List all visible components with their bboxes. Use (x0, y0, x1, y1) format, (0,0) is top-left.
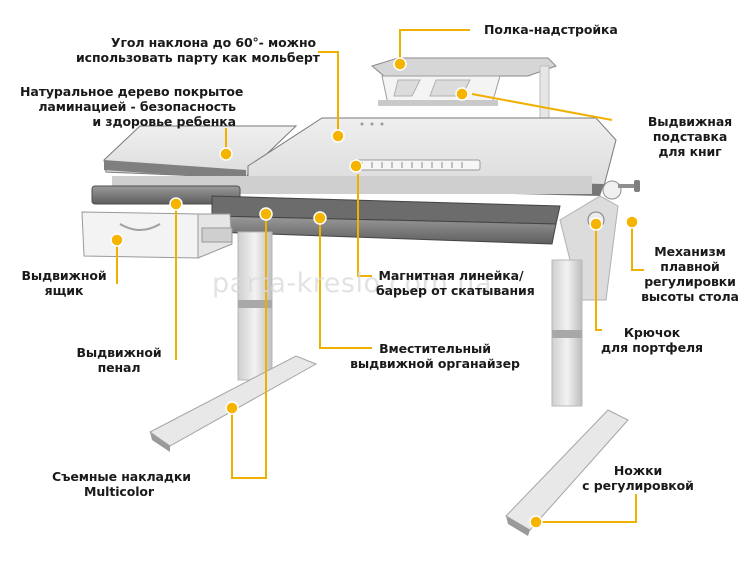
label-pencil-case-line-2: пенал (97, 360, 141, 375)
organizer-drawer (211, 195, 561, 245)
label-organizer-line-2: выдвижной органайзер (350, 356, 520, 371)
label-book-stand: Выдвижная подставка для книг (640, 114, 740, 159)
label-height-mech-line-3: регулировки (644, 274, 736, 289)
organizer-dot (313, 211, 327, 225)
label-covers-line-2: Multicolor (84, 484, 154, 499)
label-hook-line-2: для портфеля (601, 340, 703, 355)
label-book-stand-line-2: подставка (652, 129, 728, 144)
label-covers-line-1: Съемные накладки (52, 469, 191, 484)
pencil-case-dot (169, 197, 183, 211)
label-pencil-case: Выдвижной пенал (74, 345, 164, 375)
label-height-mech-line-4: высоты стола (641, 289, 739, 304)
label-drawer-line-2: ящик (44, 283, 84, 298)
label-shelf-line-1: Полка-надстройка (484, 22, 618, 37)
hook-dot (589, 217, 603, 231)
label-feet-line-1: Ножки (613, 463, 663, 478)
label-wood-line-1: Натуральное дерево покрытое (20, 84, 244, 99)
ruler-dot (349, 159, 363, 173)
watermark: parta-kreslo.com.ua (212, 268, 493, 299)
feet-dot (529, 515, 543, 529)
height-mech-dot (625, 215, 639, 229)
label-hook-line-1: Крючок (623, 325, 681, 340)
label-ruler-line-1: Магнитная линейка/ (378, 268, 524, 283)
label-tilt-line-1: Угол наклона до 60°- можно (110, 35, 316, 50)
label-pencil-case-line-1: Выдвижной (76, 345, 162, 360)
label-wood-line-3: и здоровье ребенка (92, 114, 236, 129)
label-ruler: Магнитная линейка/ барьер от скатывания (376, 268, 535, 298)
label-drawer: Выдвижной ящик (14, 268, 114, 298)
label-wood-line-2: ламинацией - безопасность (38, 99, 236, 114)
label-drawer-line-1: Выдвижной (21, 268, 107, 283)
label-height-mech: Механизм плавной регулировки высоты стол… (638, 244, 742, 304)
label-organizer-line-1: Вместительный (379, 341, 491, 356)
label-book-stand-line-1: Выдвижная (647, 114, 733, 129)
pencil-case-drawer (91, 185, 241, 205)
label-covers: Съемные накладки Multicolor (52, 469, 191, 499)
covers-top-dot (259, 207, 273, 221)
label-feet: Ножки с регулировкой (580, 463, 696, 493)
covers-bottom-dot (225, 401, 239, 415)
callout-dots (110, 57, 639, 529)
label-book-stand-line-3: для книг (658, 144, 722, 159)
label-tilt: Угол наклона до 60°- можно использовать … (76, 35, 320, 65)
shelf-dot (393, 57, 407, 71)
right-leg (505, 180, 640, 536)
callout-lines (116, 29, 644, 523)
label-organizer: Вместительный выдвижной органайзер (350, 341, 520, 371)
label-hook: Крючок для портфеля (600, 325, 704, 355)
drawer-dot (110, 233, 124, 247)
pullout-box-drawer (81, 211, 233, 259)
label-feet-line-2: с регулировкой (582, 478, 694, 493)
label-tilt-line-2: использовать парту как мольберт (76, 50, 320, 65)
shelf-addon (370, 57, 557, 121)
label-height-mech-line-2: плавной (660, 259, 720, 274)
label-wood: Натуральное дерево покрытое ламинацией -… (20, 84, 244, 129)
book-stand-dot (455, 87, 469, 101)
label-height-mech-line-1: Механизм (654, 244, 726, 259)
tilt-dot (331, 129, 345, 143)
wood-dot (219, 147, 233, 161)
label-ruler-line-2: барьер от скатывания (376, 283, 535, 298)
label-shelf: Полка-надстройка (484, 22, 618, 37)
